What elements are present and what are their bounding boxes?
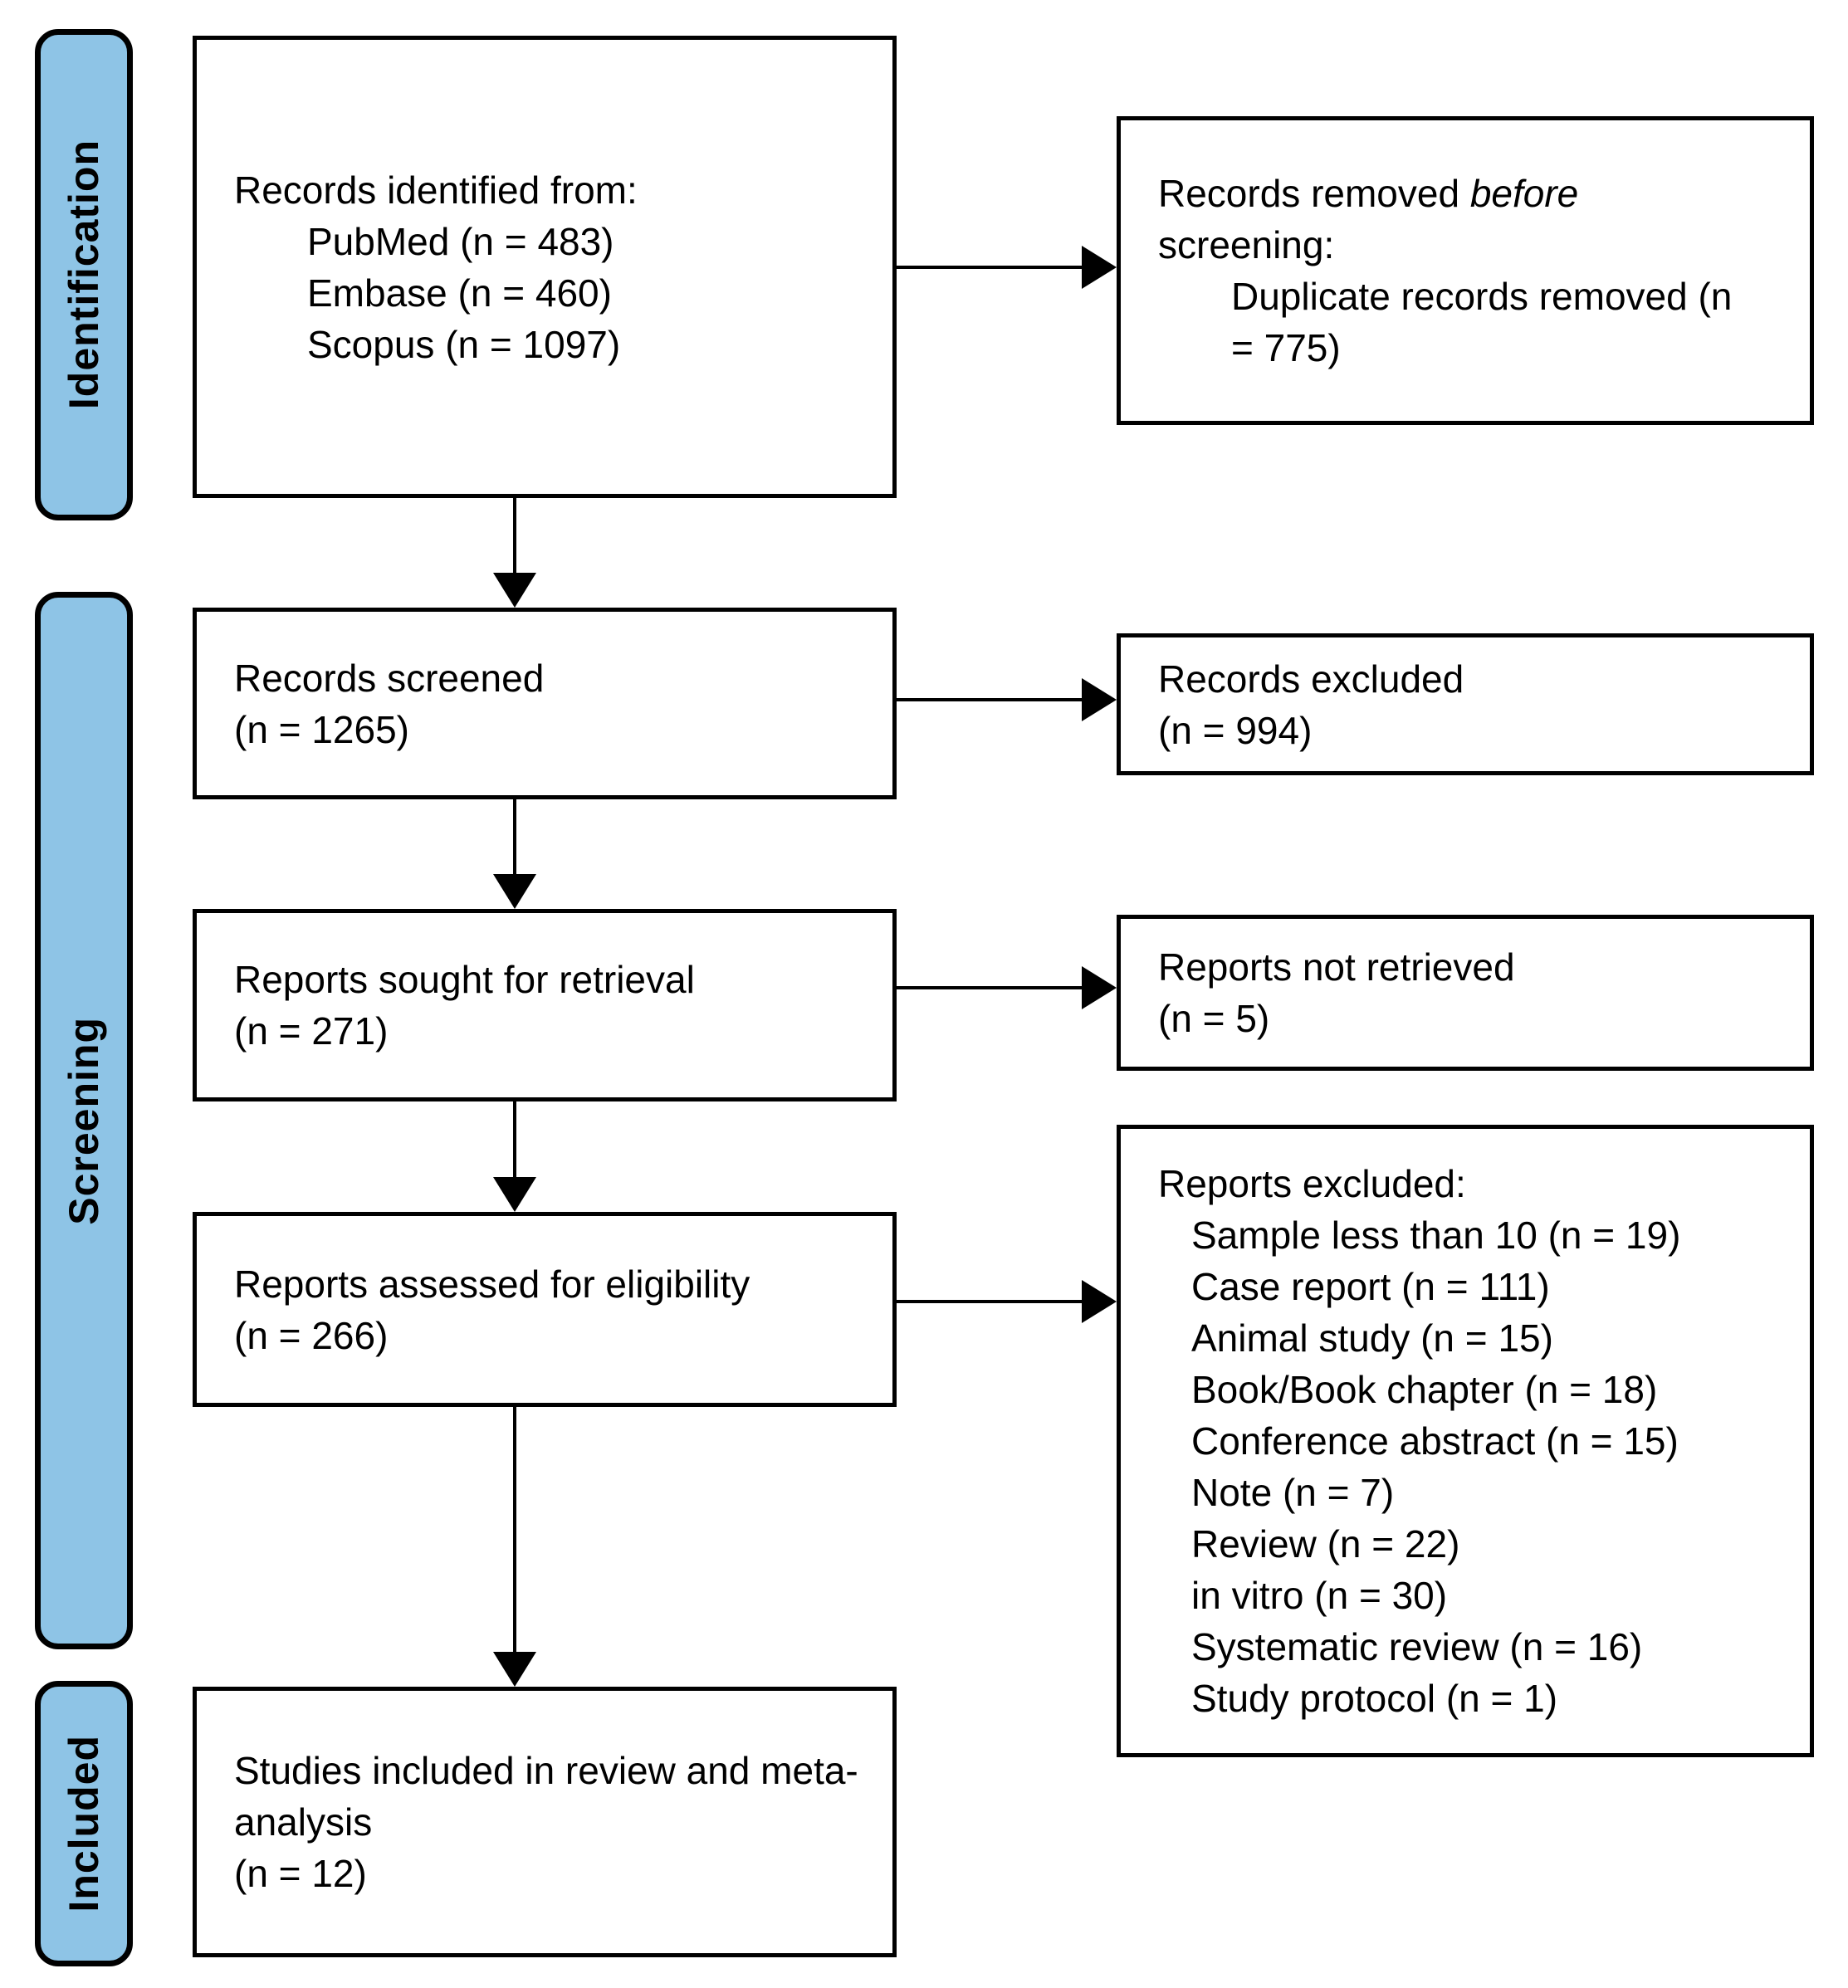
records-removed-title: Records removed before screening: — [1158, 172, 1579, 266]
arrow-sought-to-not-retrieved — [897, 986, 1085, 989]
stage-identification: Identification — [35, 29, 133, 520]
reports-excluded-item: Animal study (n = 15) — [1191, 1316, 1553, 1360]
reports-excluded-item: Conference abstract (n = 15) — [1191, 1419, 1679, 1463]
reports-sought-count: (n = 271) — [234, 1009, 389, 1053]
arrowhead-right-icon — [1082, 246, 1117, 289]
box-reports-not-retrieved: Reports not retrieved (n = 5) — [1117, 915, 1814, 1071]
arrow-sought-to-assessed — [513, 1101, 516, 1179]
arrowhead-down-icon — [493, 573, 536, 608]
arrow-identified-to-removed — [897, 266, 1085, 269]
reports-excluded-item: Study protocol (n = 1) — [1191, 1677, 1558, 1720]
box-reports-assessed: Reports assessed for eligibility (n = 26… — [193, 1212, 897, 1407]
reports-excluded-item: Note (n = 7) — [1191, 1471, 1395, 1514]
stage-included-label: Included — [61, 1735, 107, 1912]
arrow-screened-to-sought — [513, 799, 516, 876]
records-identified-item: Embase (n = 460) — [307, 271, 612, 315]
records-identified-item: Scopus (n = 1097) — [307, 322, 621, 366]
reports-excluded-item: Case report (n = 111) — [1191, 1265, 1550, 1308]
records-excluded-count: (n = 994) — [1158, 708, 1313, 752]
box-records-excluded: Records excluded (n = 994) — [1117, 633, 1814, 775]
stage-included: Included — [35, 1681, 133, 1966]
reports-excluded-title: Reports excluded: — [1158, 1162, 1466, 1205]
arrow-assessed-to-included — [513, 1407, 516, 1653]
box-records-identified: Records identified from: PubMed (n = 483… — [193, 36, 897, 498]
records-removed-item: Duplicate records removed (n = 775) — [1231, 275, 1733, 369]
records-screened-line: Records screened — [234, 656, 545, 700]
arrowhead-down-icon — [493, 1177, 536, 1212]
arrowhead-right-icon — [1082, 678, 1117, 721]
studies-included-count: (n = 12) — [234, 1852, 367, 1895]
box-studies-included: Studies included in review and meta-anal… — [193, 1687, 897, 1957]
reports-assessed-line: Reports assessed for eligibility — [234, 1262, 750, 1306]
reports-assessed-count: (n = 266) — [234, 1313, 389, 1357]
stage-screening: Screening — [35, 592, 133, 1649]
box-records-removed-before-screening: Records removed before screening: Duplic… — [1117, 116, 1814, 425]
arrowhead-right-icon — [1082, 966, 1117, 1009]
stage-screening-label: Screening — [61, 1016, 107, 1225]
reports-not-retrieved-count: (n = 5) — [1158, 997, 1270, 1040]
reports-excluded-item: Sample less than 10 (n = 19) — [1191, 1214, 1681, 1257]
records-excluded-line: Records excluded — [1158, 657, 1464, 701]
records-identified-item: PubMed (n = 483) — [307, 219, 614, 263]
arrow-identified-to-screened — [513, 498, 516, 574]
reports-excluded-item: Systematic review (n = 16) — [1191, 1625, 1643, 1668]
studies-included-line: Studies included in review and meta-anal… — [234, 1749, 858, 1844]
arrow-assessed-to-reports-excluded — [897, 1300, 1085, 1303]
stage-identification-label: Identification — [61, 139, 107, 410]
arrowhead-down-icon — [493, 1652, 536, 1687]
box-reports-sought: Reports sought for retrieval (n = 271) — [193, 909, 897, 1101]
box-reports-excluded: Reports excluded: Sample less than 10 (n… — [1117, 1125, 1814, 1757]
arrowhead-right-icon — [1082, 1280, 1117, 1323]
arrow-screened-to-excluded — [897, 698, 1085, 701]
reports-excluded-item: Book/Book chapter (n = 18) — [1191, 1368, 1658, 1411]
reports-excluded-item: Review (n = 22) — [1191, 1522, 1460, 1565]
box-records-screened: Records screened (n = 1265) — [193, 608, 897, 799]
records-removed-title-emphasis: before — [1469, 172, 1579, 215]
records-screened-count: (n = 1265) — [234, 707, 409, 751]
arrowhead-down-icon — [493, 874, 536, 909]
reports-excluded-item: in vitro (n = 30) — [1191, 1574, 1448, 1617]
reports-not-retrieved-line: Reports not retrieved — [1158, 945, 1515, 989]
reports-sought-line: Reports sought for retrieval — [234, 958, 695, 1001]
records-identified-title: Records identified from: — [234, 168, 638, 212]
